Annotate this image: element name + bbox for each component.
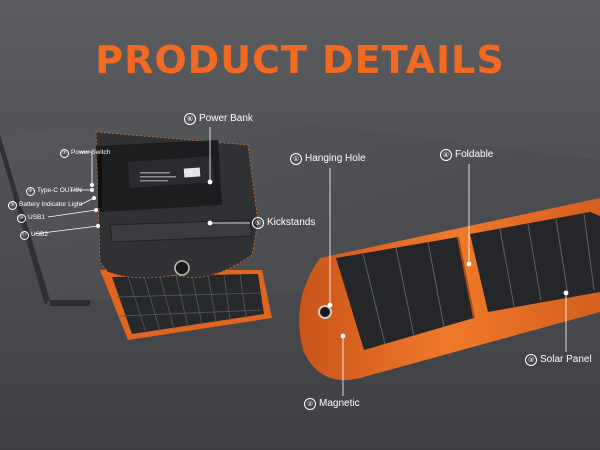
- callout-number: ①: [290, 153, 302, 165]
- callout-label: USB1: [28, 214, 45, 221]
- callout-number: ⑧: [26, 186, 35, 196]
- callout-solar-panel: ③ Solar Panel: [525, 354, 592, 366]
- callout-label: Power Switch: [71, 149, 111, 156]
- callout-label: USB2: [31, 231, 48, 238]
- callout-power-bank: ⑥ Power Bank: [184, 113, 253, 125]
- callout-usb1: ⑩ USB1: [17, 212, 45, 224]
- callout-number: ⑨: [8, 200, 17, 210]
- callout-type-c: ⑧ Type-C OUT/IN: [26, 185, 82, 197]
- callout-number: ③: [525, 354, 537, 366]
- callout-foldable: ④ Foldable: [440, 149, 493, 161]
- callout-magnetic: ② Magnetic: [304, 398, 360, 410]
- callout-label: Hanging Hole: [305, 153, 366, 164]
- callout-number: ⑩: [17, 213, 26, 223]
- callout-label: Magnetic: [319, 398, 360, 409]
- callout-number: ⑤: [252, 217, 264, 229]
- main-solar-panel: [299, 198, 600, 381]
- callout-label: Power Bank: [199, 113, 253, 124]
- callout-number: ⑪: [20, 230, 29, 240]
- callout-number: ②: [304, 398, 316, 410]
- callout-label: Battery Indicator Light: [19, 201, 83, 208]
- callout-label: Foldable: [455, 149, 494, 160]
- callout-kickstands: ⑤ Kickstands: [252, 217, 315, 229]
- callout-number: ④: [440, 149, 452, 161]
- callout-power-switch: ⑦ Power Switch: [60, 147, 110, 159]
- callout-battery-indicator: ⑨ Battery Indicator Light: [8, 199, 82, 211]
- callout-usb2: ⑪ USB2: [20, 229, 48, 241]
- callout-number: ⑥: [184, 113, 196, 125]
- callout-label: Type-C OUT/IN: [37, 187, 82, 194]
- power-bank: [96, 140, 222, 212]
- callout-label: Solar Panel: [540, 354, 592, 365]
- callout-number: ⑦: [60, 148, 69, 158]
- callout-label: Kickstands: [267, 217, 316, 228]
- page-title: PRODUCT DETAILS: [95, 38, 505, 82]
- callout-hanging-hole: ① Hanging Hole: [290, 153, 366, 165]
